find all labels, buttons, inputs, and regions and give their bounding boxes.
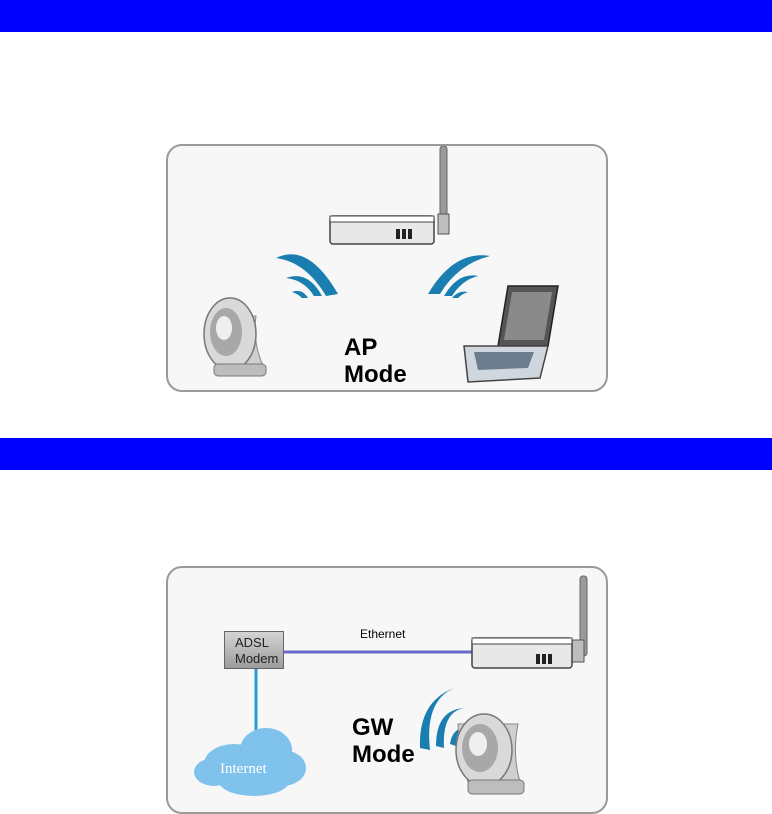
gw-mode-label: GW Mode	[352, 714, 415, 768]
adsl-modem-box: ADSL Modem	[224, 631, 284, 669]
desktop-computer-icon	[456, 714, 524, 794]
ap-mode-label: AP Mode	[344, 334, 407, 388]
mode-title: GW	[352, 714, 393, 741]
access-point-icon	[472, 576, 587, 668]
desktop-computer-icon	[204, 298, 266, 376]
modem-label-line1: ADSL	[235, 635, 269, 650]
ethernet-label: Ethernet	[360, 627, 405, 641]
mode-subtitle: Mode	[352, 741, 415, 768]
access-point-icon	[330, 146, 449, 244]
wireless-signal-icon	[276, 254, 338, 298]
internet-label: Internet	[220, 761, 267, 778]
ap-mode-diagram: AP Mode	[166, 144, 608, 392]
wireless-signal-icon	[428, 255, 490, 298]
section-header-bar	[0, 438, 772, 470]
mode-title: AP	[344, 334, 377, 361]
gw-mode-diagram: ADSL Modem Ethernet Internet GW Mode	[166, 566, 608, 814]
laptop-icon	[464, 286, 558, 382]
section-header-bar	[0, 0, 772, 32]
modem-label-line2: Modem	[235, 651, 278, 666]
mode-subtitle: Mode	[344, 361, 407, 388]
